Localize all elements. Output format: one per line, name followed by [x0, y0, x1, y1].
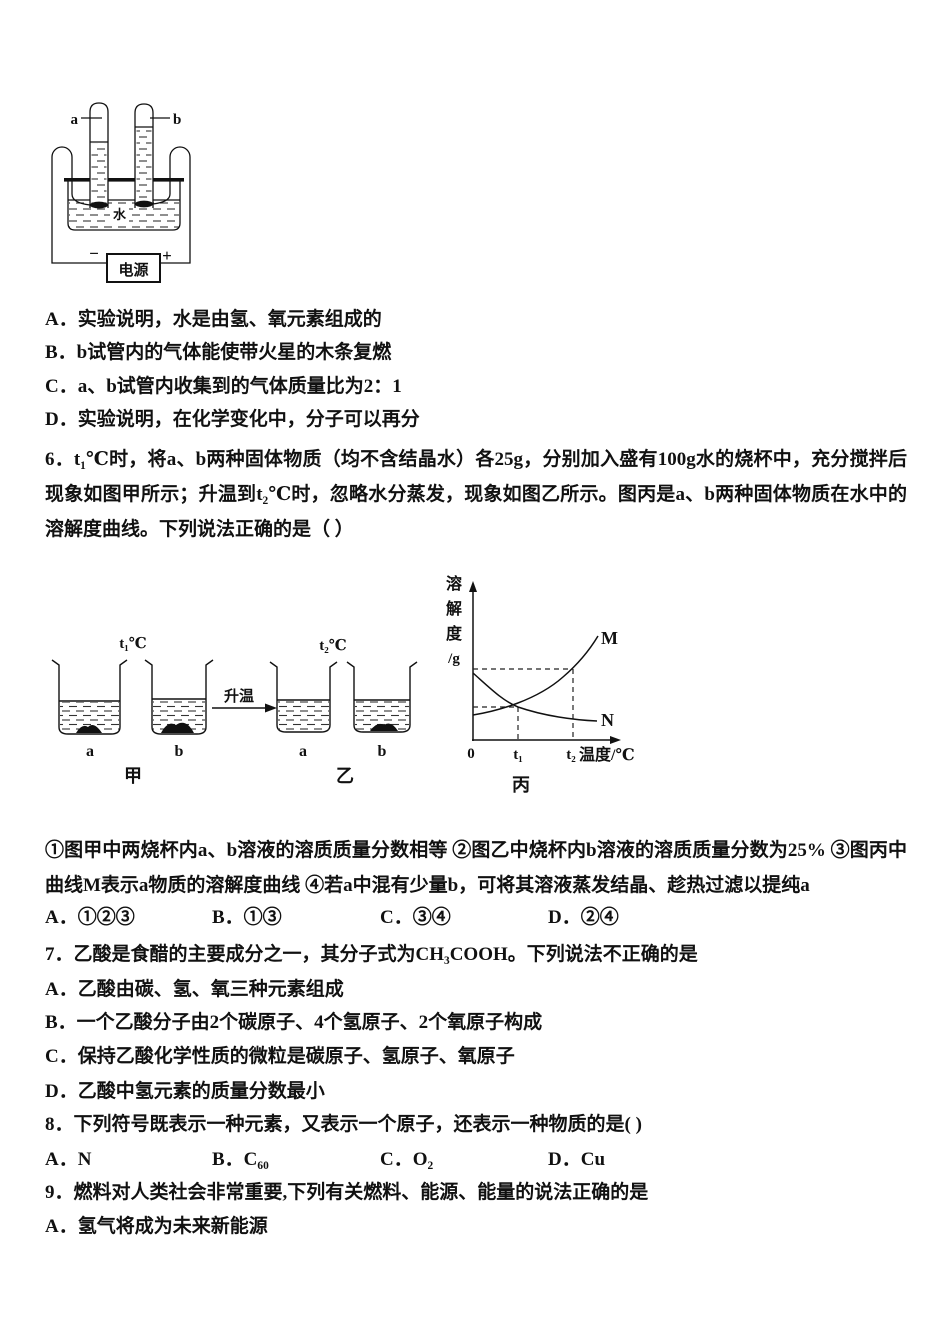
caption-yi: 乙	[336, 766, 354, 786]
beaker-label-a1: a	[86, 743, 94, 760]
test-tube-b	[134, 103, 154, 208]
water-label: 水	[113, 207, 127, 222]
beaker-label-b2: b	[378, 743, 387, 760]
solubility-chart: 溶 解 度 /g M N 0 t₁ t₂ 温度/℃	[446, 574, 635, 764]
heating-arrow-label: 升温	[224, 688, 254, 705]
q5-option-c: C．a、b试管内收集到的气体质量比为2：1	[45, 376, 402, 397]
tick-t2: t₂	[566, 747, 576, 763]
chart-axes	[472, 590, 612, 741]
q6-option-c: C．③④	[380, 907, 451, 928]
q5-option-a: A．实验说明，水是由氢、氧元素组成的	[45, 309, 382, 330]
undissolved-solid	[370, 723, 398, 731]
minus-terminal-label: −	[89, 244, 99, 263]
wire-positive	[152, 146, 191, 264]
q6-statements: ①图甲中两烧杯内a、b溶液的溶质质量分数相等 ②图乙中烧杯内b溶液的溶质质量分数…	[45, 840, 907, 896]
y-axis-arrow	[469, 581, 477, 592]
q5-option-b: B．b试管内的气体能使带火星的木条复燃	[45, 342, 392, 363]
electrode-b	[135, 200, 153, 208]
undissolved-solid	[161, 722, 194, 733]
q9-stem: 9．燃料对人类社会非常重要,下列有关燃料、能源、能量的说法正确的是	[45, 1182, 649, 1203]
curve-M	[472, 635, 599, 716]
undissolved-solid	[76, 725, 102, 733]
q8-stem: 8．下列符号既表示一种元素，又表示一个原子，还表示一种物质的是( )	[45, 1114, 642, 1135]
temp-t1-label: t₁℃	[119, 636, 146, 652]
q8-option-c: C．O₂	[380, 1149, 434, 1170]
q9-option-a: A．氢气将成为未来新能源	[45, 1216, 268, 1237]
beaker-yi-b	[346, 661, 418, 733]
wire-negative	[51, 146, 107, 264]
ylabel-char-4: /g	[447, 651, 460, 667]
q8-option-a: A．N	[45, 1149, 92, 1170]
dashed-guides	[473, 668, 574, 740]
beaker-label-a2: a	[299, 743, 307, 760]
q6-option-a: A．①②③	[45, 907, 135, 928]
q5-option-d: D．实验说明，在化学变化中，分子可以再分	[45, 409, 420, 430]
xlabel: 温度/℃	[578, 745, 635, 764]
q6-option-b: B．①③	[212, 907, 282, 928]
curve-N	[472, 672, 598, 722]
power-supply-box	[106, 253, 161, 283]
caption-jia: 甲	[124, 766, 142, 786]
beaker-label-b1: b	[175, 743, 184, 760]
tube-a-label: a	[71, 112, 79, 128]
curve-M-label: M	[601, 628, 618, 648]
q8-option-b: B．C₆₀	[212, 1149, 269, 1170]
heating-arrow	[212, 703, 277, 713]
caption-bing: 丙	[512, 775, 530, 795]
q5-electrolysis-figure: a b 水 − + 电源	[51, 102, 191, 283]
curve-N-label: N	[601, 710, 614, 730]
ylabel-char-1: 溶	[446, 574, 462, 593]
ylabel-char-3: 度	[446, 624, 463, 643]
q6-option-d: D．②④	[548, 907, 619, 928]
plus-terminal-label: +	[162, 246, 172, 265]
q6-stem: 6．t₁℃时，将a、b两种固体物质（均不含结晶水）各25g，分别加入盛有100g…	[45, 449, 907, 540]
origin-label: 0	[467, 746, 475, 762]
q7-option-b: B．一个乙酸分子由2个碳原子、4个氢原子、2个氧原子构成	[45, 1012, 543, 1033]
temp-t2-label: t₂℃	[319, 638, 346, 654]
q8-option-d: D．Cu	[548, 1149, 606, 1170]
q7-option-d: D．乙酸中氢元素的质量分数最小	[45, 1081, 325, 1102]
x-axis-arrow	[610, 736, 621, 744]
beaker-jia-a	[51, 659, 128, 735]
power-supply-label: 电源	[118, 261, 148, 279]
tick-t1: t₁	[513, 747, 523, 763]
electrode-a	[90, 201, 108, 209]
ylabel-char-2: 解	[446, 599, 462, 618]
support-bar	[64, 178, 184, 182]
q7-stem: 7．乙酸是食醋的主要成分之一，其分子式为CH₃COOH。下列说法不正确的是	[45, 944, 698, 965]
test-tube-a	[89, 102, 109, 208]
beaker-jia-b	[144, 659, 214, 735]
q6-figure: 溶 解 度 /g M N 0 t₁ t₂ 温度/℃ t₁℃ t₂℃ 升温 a b…	[51, 574, 635, 795]
q7-option-c: C．保持乙酸化学性质的微粒是碳原子、氢原子、氧原子	[45, 1046, 515, 1067]
q7-option-a: A．乙酸由碳、氢、氧三种元素组成	[45, 979, 344, 1000]
beaker-yi-a	[269, 661, 338, 733]
tube-b-label: b	[173, 112, 181, 128]
